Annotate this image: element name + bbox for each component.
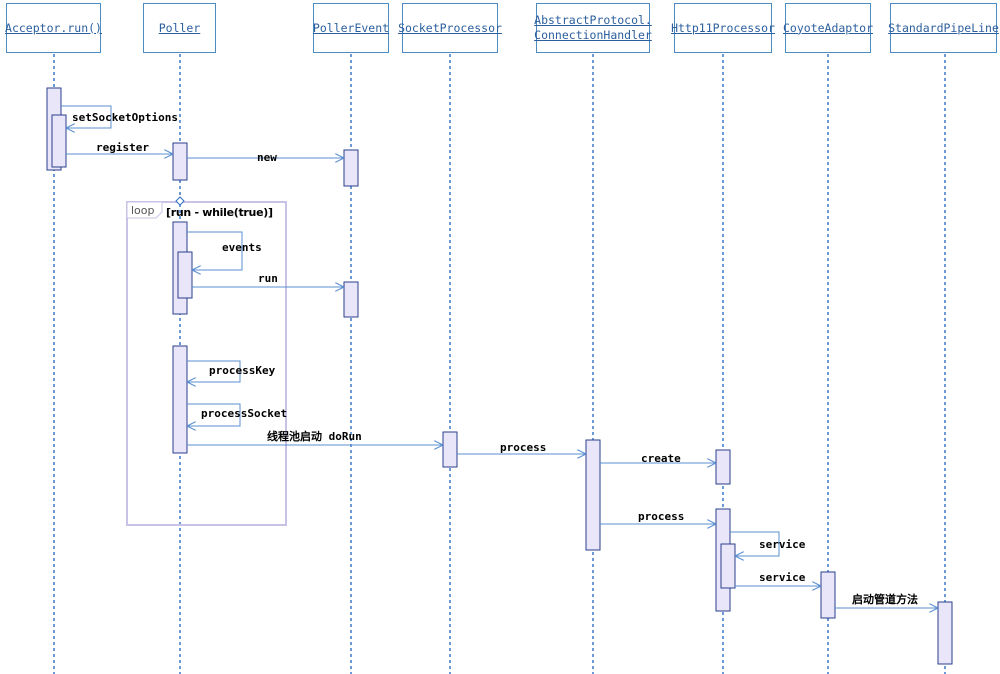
message-setsocketoptions-arrow [61,105,112,128]
loop-guard-diamond [175,196,185,206]
message-processsocket-label: processSocket [201,407,287,420]
activation-poller-events [177,251,193,299]
message-dorun-label: 线程池启动 doRun [267,429,362,443]
participant-http11processor[interactable]: Http11Processor [671,3,775,53]
message-processkey-arrow [187,360,241,382]
message-service2-label: service [759,571,806,584]
message-process2-label: process [638,510,684,523]
loop-frame-guard: [run - while(true)] [166,206,273,219]
message-register-label: register [96,141,149,154]
participant-connectionhandler[interactable]: AbstractProtocol. ConnectionHandler [534,3,652,53]
activation-poller-process [172,345,188,454]
participant-socketprocessor[interactable]: SocketProcessor [398,3,502,53]
activation-coyoteadaptor [820,571,836,619]
message-events-label: events [222,241,262,254]
activation-pollerevent-run [343,281,359,318]
message-new-label: new [257,151,277,164]
activation-poller-register [172,142,188,181]
message-setsocketoptions-label: setSocketOptions [72,111,178,124]
activation-socketprocessor [442,431,458,468]
participant-coyoteadaptor[interactable]: CoyoteAdaptor [783,3,873,53]
loop-frame-tab [126,201,163,219]
message-startpipeline-label: 启动管道方法 [852,592,918,606]
message-service1-arrow [730,531,780,556]
participant-acceptor[interactable]: Acceptor.run() [5,3,102,53]
participant-standardpipeline[interactable]: StandardPipeLine [888,3,999,53]
activation-acceptor-inner [51,114,67,168]
message-processkey-label: processKey [209,364,276,377]
activation-standardpipeline [937,601,953,665]
loop-frame-tag: loop [131,204,155,217]
participant-pollerevent[interactable]: PollerEvent [313,3,389,53]
message-process1-label: process [500,441,546,454]
activation-connectionhandler [585,439,601,551]
message-service1-label: service [759,538,806,551]
activation-http11-service [720,543,736,589]
message-processsocket-arrow [187,403,241,426]
participant-poller[interactable]: Poller [143,3,216,53]
activation-pollerevent-new [343,149,359,187]
loop-frame [126,201,287,526]
message-events-arrow [187,231,243,270]
message-create-label: create [641,452,681,465]
activation-http11-create [715,449,731,485]
message-run-label: run [258,272,278,285]
